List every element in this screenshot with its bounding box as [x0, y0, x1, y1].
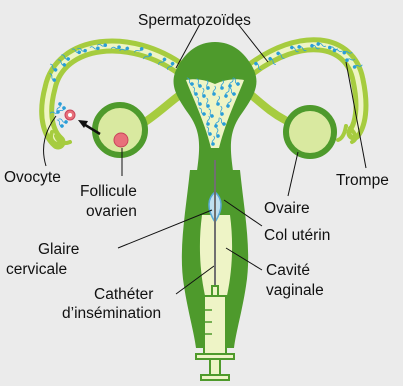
- ovarian-follicle: [114, 133, 128, 147]
- label-follicle-line2: ovarien: [86, 203, 137, 220]
- oocyte-nucleus: [68, 113, 72, 117]
- right-ovarian-ligament: [250, 94, 285, 120]
- label-mucus-line1: Glaire: [38, 241, 79, 258]
- label-oocyte: Ovocyte: [4, 169, 61, 186]
- right-ovary: [286, 108, 334, 156]
- label-spermatozoa: Spermatozoïdes: [138, 12, 251, 29]
- label-ovary: Ovaire: [264, 200, 310, 217]
- left-ovary: [95, 105, 145, 155]
- label-follicle-line1: Follicule: [80, 183, 137, 200]
- label-cervix: Col utérin: [264, 227, 330, 244]
- label-catheter-line1: Cathéter: [94, 286, 153, 303]
- label-vagina-line1: Cavité: [266, 262, 310, 279]
- label-catheter-line2: d’insémination: [62, 305, 161, 322]
- label-vagina-line2: vaginale: [266, 282, 324, 299]
- label-mucus-line2: cervicale: [6, 261, 67, 278]
- leader-ovary: [288, 152, 298, 196]
- spermatozoon: [55, 119, 64, 129]
- label-fallopian-tube: Trompe: [336, 172, 389, 189]
